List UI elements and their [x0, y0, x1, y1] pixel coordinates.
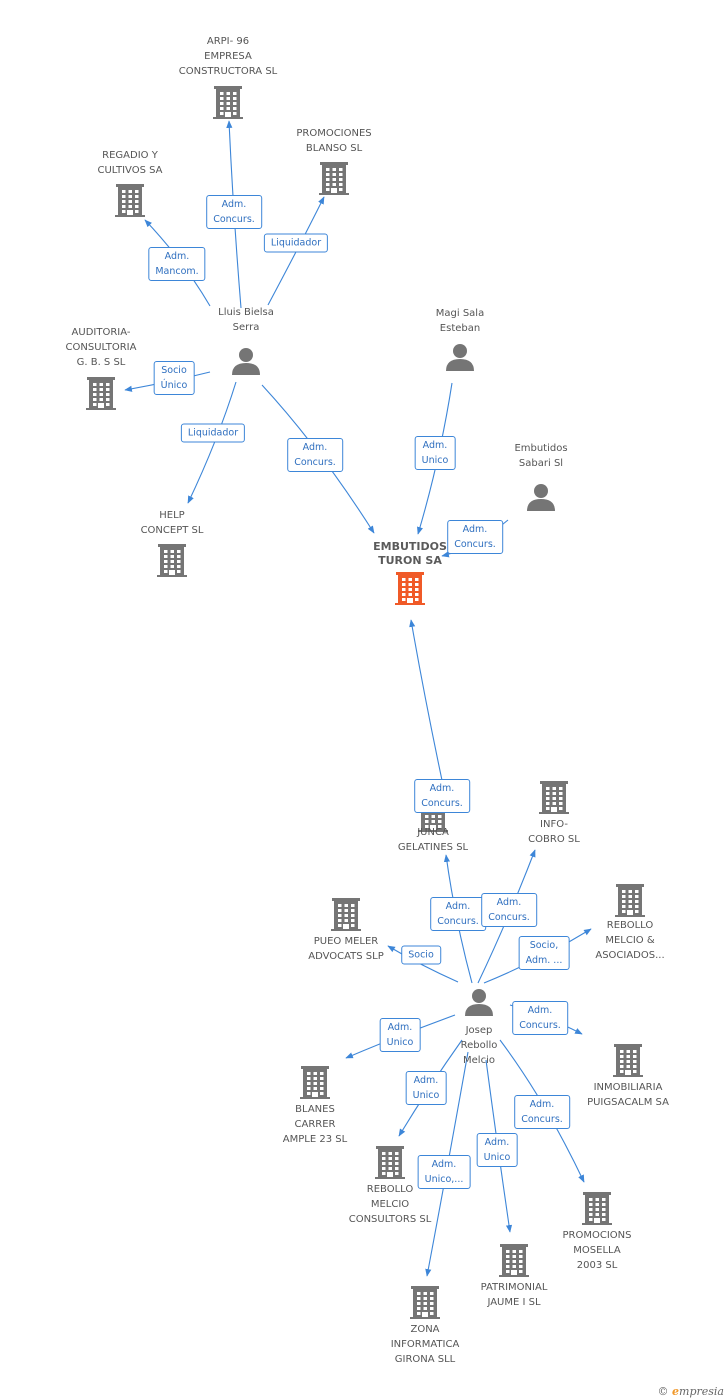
relation-label[interactable]: Adm. Concurs.: [512, 1001, 568, 1035]
building-icon-rebasoc[interactable]: [615, 884, 645, 917]
node-label-junca[interactable]: JUNCA GELATINES SL: [397, 827, 469, 853]
node-label-help[interactable]: HELP CONCEPT SL: [140, 510, 204, 536]
edge-josep-main: [409, 619, 444, 786]
building-icon-rebcons[interactable]: [375, 1146, 405, 1179]
node-label-main[interactable]: EMBUTIDOS TURON SA: [373, 540, 447, 567]
relation-label[interactable]: Socio, Adm. ...: [518, 936, 570, 970]
relation-label[interactable]: Liquidador: [263, 233, 329, 253]
person-icon-sabari[interactable]: [527, 484, 555, 511]
empresia-footer: © empresia: [658, 1385, 724, 1398]
relation-label[interactable]: Adm. Concurs.: [430, 897, 486, 931]
node-label-pueo[interactable]: PUEO MELER ADVOCATS SLP: [308, 936, 384, 962]
node-label-mosella[interactable]: PROMOCIONS MOSELLA 2003 SL: [562, 1230, 632, 1271]
person-icon-lluis[interactable]: [232, 348, 260, 375]
building-icon-promblanso[interactable]: [319, 162, 349, 195]
building-icon-mosella[interactable]: [582, 1192, 612, 1225]
building-icon-inmob[interactable]: [613, 1044, 643, 1077]
relation-label[interactable]: Adm. Concurs.: [206, 195, 262, 229]
relation-label[interactable]: Adm. Unico: [476, 1133, 518, 1167]
relation-label[interactable]: Adm. Unico: [414, 436, 456, 470]
edge-lluis-help: [187, 381, 237, 504]
building-icon-regadio[interactable]: [115, 184, 145, 217]
node-label-zona[interactable]: ZONA INFORMATICA GIRONA SLL: [390, 1324, 460, 1365]
relation-label[interactable]: Socio: [401, 945, 441, 965]
building-icon-jaume[interactable]: [499, 1244, 529, 1277]
node-label-lluis[interactable]: Lluis Bielsa Serra: [218, 307, 274, 333]
relation-label[interactable]: Socio Único: [153, 361, 195, 395]
relation-label[interactable]: Adm. Concurs.: [514, 1095, 570, 1129]
person-icon-josep[interactable]: [465, 989, 493, 1016]
building-icon-main[interactable]: [395, 572, 425, 605]
relation-label[interactable]: Liquidador: [180, 423, 246, 443]
node-label-arpi[interactable]: ARPI- 96 EMPRESA CONSTRUCTORA SL: [178, 36, 278, 77]
node-label-blanes[interactable]: BLANES CARRER AMPLE 23 SL: [282, 1104, 348, 1145]
building-icon-zona[interactable]: [410, 1286, 440, 1319]
empresia-logo: empresia: [672, 1385, 724, 1398]
building-icon-pueo[interactable]: [331, 898, 361, 931]
node-label-auditoria[interactable]: AUDITORIA- CONSULTORIA G. B. S SL: [65, 327, 137, 368]
person-icon-magi[interactable]: [446, 344, 474, 371]
copyright-symbol: ©: [657, 1385, 669, 1398]
relation-label[interactable]: Adm. Mancom.: [148, 247, 206, 281]
relation-label[interactable]: Adm. Unico,...: [417, 1155, 471, 1189]
nodes: [86, 86, 645, 1319]
node-label-sabari[interactable]: Embutidos Sabari Sl: [514, 443, 568, 469]
node-label-rebcons[interactable]: REBOLLO MELCIO CONSULTORS SL: [348, 1184, 432, 1225]
node-label-inmob[interactable]: INMOBILIARIA PUIGSACALM SA: [587, 1082, 669, 1108]
building-icon-infocobro[interactable]: [539, 781, 569, 814]
building-icon-arpi[interactable]: [213, 86, 243, 119]
relation-label[interactable]: Adm. Concurs.: [481, 893, 537, 927]
relation-label[interactable]: Adm. Concurs.: [447, 520, 503, 554]
node-label-josep[interactable]: Josep Rebollo Melcio: [460, 1025, 498, 1066]
relation-label[interactable]: Adm. Concurs.: [414, 779, 470, 813]
building-icon-help[interactable]: [157, 544, 187, 577]
building-icon-blanes[interactable]: [300, 1066, 330, 1099]
node-label-rebasoc[interactable]: REBOLLO MELCIO & ASOCIADOS...: [595, 920, 665, 961]
relation-label[interactable]: Adm. Unico: [379, 1018, 421, 1052]
relation-label[interactable]: Adm. Unico: [405, 1071, 447, 1105]
relation-label[interactable]: Adm. Concurs.: [287, 438, 343, 472]
node-label-jaume[interactable]: PATRIMONIAL JAUME I SL: [480, 1282, 548, 1308]
node-label-regadio[interactable]: REGADIO Y CULTIVOS SA: [97, 150, 163, 176]
node-label-infocobro[interactable]: INFO- COBRO SL: [528, 819, 580, 845]
node-label-promblanso[interactable]: PROMOCIONES BLANSO SL: [296, 128, 372, 154]
node-label-magi[interactable]: Magi Sala Esteban: [435, 308, 485, 334]
building-icon-auditoria[interactable]: [86, 377, 116, 410]
